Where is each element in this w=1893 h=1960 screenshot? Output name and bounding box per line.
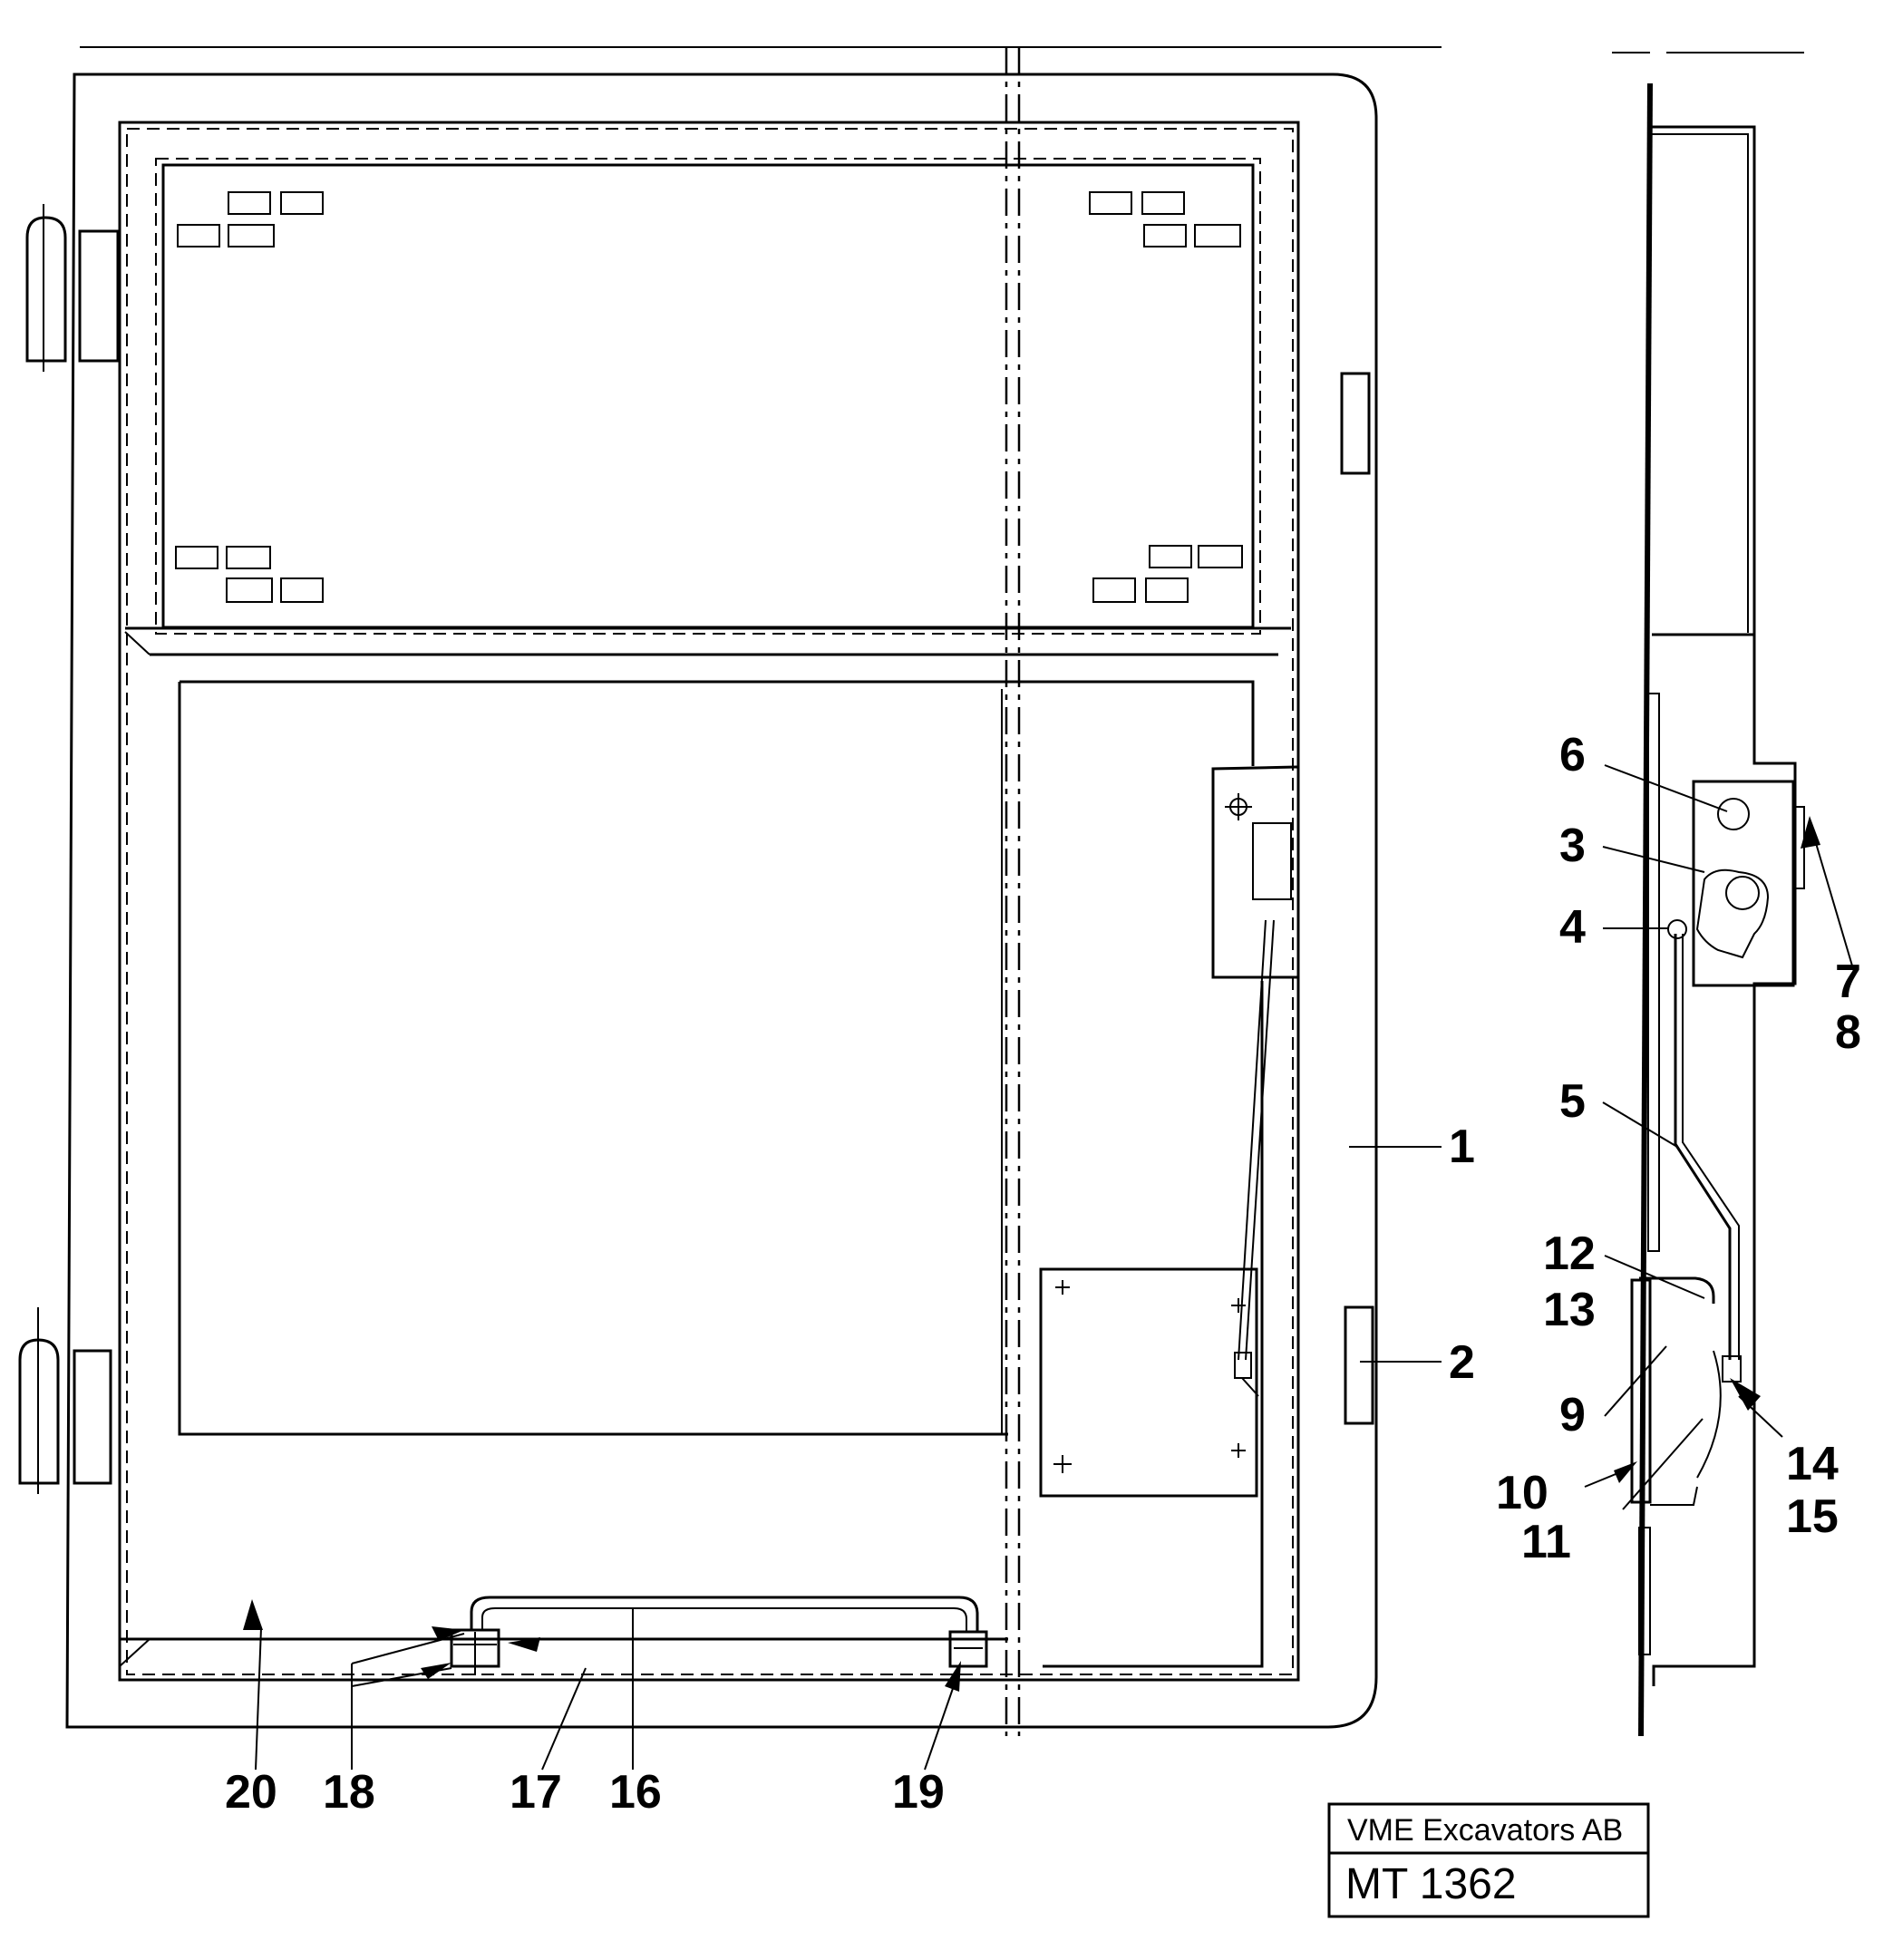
arrow-18a [432,1626,464,1641]
transom-chamfer [124,631,150,655]
section-lock-body [1667,780,1805,987]
arrow-10 [1614,1461,1637,1483]
side-leaders [1584,764,1855,1510]
lower-side-stop [1344,1305,1374,1425]
callout-8: 8 [1835,1006,1861,1059]
lower-right-mounting-pads [1092,545,1243,603]
title-block: VME Excavators AB MT 1362 [1327,1802,1650,1918]
lower-glass-right [1043,981,1264,1668]
callout-15: 15 [1786,1490,1839,1543]
glass-section-hatch [1647,693,1660,1252]
callout-4: 4 [1559,901,1586,954]
callout-9: 9 [1559,1389,1586,1441]
upper-window-outline [155,158,1261,635]
callout-20: 20 [225,1766,277,1819]
callout-1: 1 [1449,1121,1475,1173]
arrow-14 [1730,1378,1761,1411]
callout-14: 14 [1786,1438,1839,1490]
door-front-view: 1 2 19 16 17 18 20 [18,46,1475,1819]
arrow-7 [1801,816,1820,849]
callout-13: 13 [1543,1284,1596,1336]
lower-left-mounting-pads [175,546,324,603]
lower-hinge [18,1307,112,1494]
grab-handle [450,1596,988,1675]
bottom-sill-chamfer [119,1638,150,1667]
upper-left-mounting-pads [177,191,324,247]
door-outer-frame [65,73,1378,1729]
door-side-section: 6 3 4 7 8 5 12 13 9 14 15 10 11 [1496,52,1861,1737]
connecting-rod [1674,934,1732,1360]
lower-glass-top [180,680,1255,766]
front-leaders [243,1146,1442,1771]
title-block-code: MT 1362 [1345,1860,1517,1908]
lower-glass-left-bottom [178,682,1008,1436]
door-inner-frame [118,121,1300,1682]
callout-7: 7 [1835,956,1861,1008]
callout-3: 3 [1559,820,1586,872]
callout-10: 10 [1496,1467,1548,1519]
callout-6: 6 [1559,729,1586,781]
callout-2: 2 [1449,1336,1475,1389]
lock-assembly [1211,765,1300,1361]
title-block-company: VME Excavators AB [1347,1813,1623,1848]
arrow-17 [508,1637,540,1652]
latch-plate [1039,1267,1259,1498]
door-skin-section [1638,82,1653,1737]
callout-18: 18 [323,1766,375,1819]
callout-12: 12 [1543,1227,1596,1280]
callout-5: 5 [1559,1075,1586,1128]
callout-11: 11 [1521,1516,1571,1568]
section-latch-housing [1630,1276,1742,1506]
upper-side-stop [1340,372,1371,475]
upper-hinge [25,204,120,372]
callout-19: 19 [892,1766,945,1819]
upper-window-panel [161,163,1255,629]
arrow-18b [421,1663,451,1679]
door-inner-frame-hidden [126,128,1294,1675]
upper-right-mounting-pads [1089,191,1241,247]
callout-17: 17 [510,1766,562,1819]
arrow-20 [243,1599,263,1630]
arrow-19 [945,1661,961,1692]
callout-16: 16 [609,1766,662,1819]
